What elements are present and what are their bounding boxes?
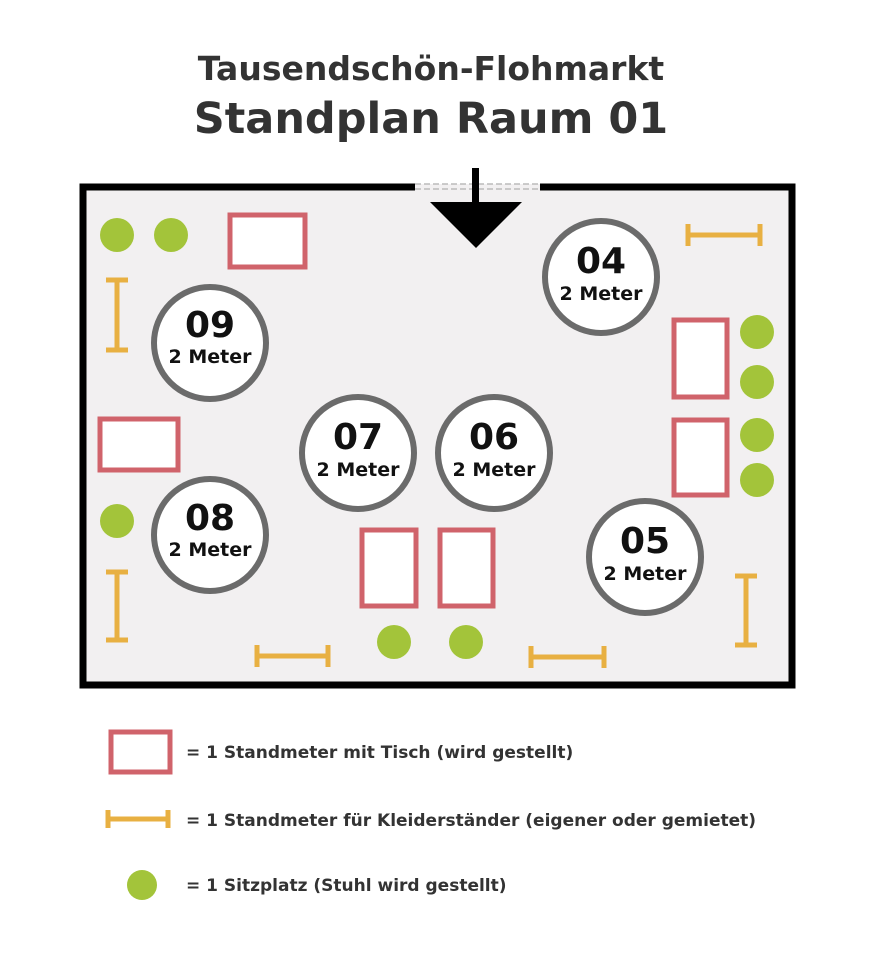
stand-number: 05 bbox=[620, 521, 670, 562]
stand-size: 2 Meter bbox=[169, 346, 253, 368]
seat bbox=[449, 625, 483, 659]
stand-size: 2 Meter bbox=[560, 283, 644, 305]
seat bbox=[740, 365, 774, 399]
seat bbox=[154, 218, 188, 252]
legend-table-label: = 1 Standmeter mit Tisch (wird gestellt) bbox=[186, 743, 573, 763]
table bbox=[437, 527, 496, 609]
racks bbox=[106, 224, 763, 668]
stand-size: 2 Meter bbox=[317, 459, 401, 481]
seat bbox=[377, 625, 411, 659]
stand-04: 04 2 Meter bbox=[542, 218, 660, 336]
clothes-rack bbox=[106, 277, 128, 353]
table bbox=[227, 212, 308, 270]
stand-number: 04 bbox=[576, 241, 626, 282]
seat bbox=[740, 315, 774, 349]
stand-number: 07 bbox=[333, 417, 383, 458]
stand-08: 08 2 Meter bbox=[151, 476, 269, 594]
legend-seat-label: = 1 Sitzplatz (Stuhl wird gestellt) bbox=[186, 876, 507, 896]
stand-07: 07 2 Meter bbox=[299, 394, 417, 512]
seat bbox=[740, 463, 774, 497]
tables bbox=[97, 212, 730, 609]
clothes-rack bbox=[735, 573, 757, 648]
table bbox=[359, 527, 419, 609]
stand-05: 05 2 Meter bbox=[586, 498, 704, 616]
event-title: Tausendschön-Flohmarkt bbox=[198, 49, 665, 88]
table bbox=[97, 416, 181, 473]
stand-size: 2 Meter bbox=[169, 539, 253, 561]
seat bbox=[100, 218, 134, 252]
clothes-rack bbox=[685, 224, 763, 246]
stand-number: 09 bbox=[185, 305, 235, 346]
entrance-arrow-icon bbox=[430, 168, 522, 248]
table bbox=[671, 317, 730, 400]
stand-number: 08 bbox=[185, 498, 235, 539]
seats bbox=[100, 218, 774, 659]
stand-number: 06 bbox=[469, 417, 519, 458]
stand-09: 09 2 Meter bbox=[151, 284, 269, 402]
stand-size: 2 Meter bbox=[604, 563, 688, 585]
legend-table-icon bbox=[108, 729, 173, 775]
door bbox=[415, 183, 540, 190]
table bbox=[671, 417, 730, 498]
seat bbox=[740, 418, 774, 452]
plan-title: Standplan Raum 01 bbox=[194, 94, 668, 144]
clothes-rack bbox=[106, 569, 128, 643]
clothes-rack bbox=[254, 645, 331, 667]
stand-size: 2 Meter bbox=[453, 459, 537, 481]
legend-rack-label: = 1 Standmeter für Kleiderständer (eigen… bbox=[186, 811, 756, 831]
legend: = 1 Standmeter mit Tisch (wird gestellt)… bbox=[105, 729, 756, 900]
clothes-rack bbox=[528, 646, 607, 668]
stand-06: 06 2 Meter bbox=[435, 394, 553, 512]
seat bbox=[100, 504, 134, 538]
legend-rack-icon bbox=[105, 810, 171, 828]
legend-seat-icon bbox=[127, 870, 157, 900]
